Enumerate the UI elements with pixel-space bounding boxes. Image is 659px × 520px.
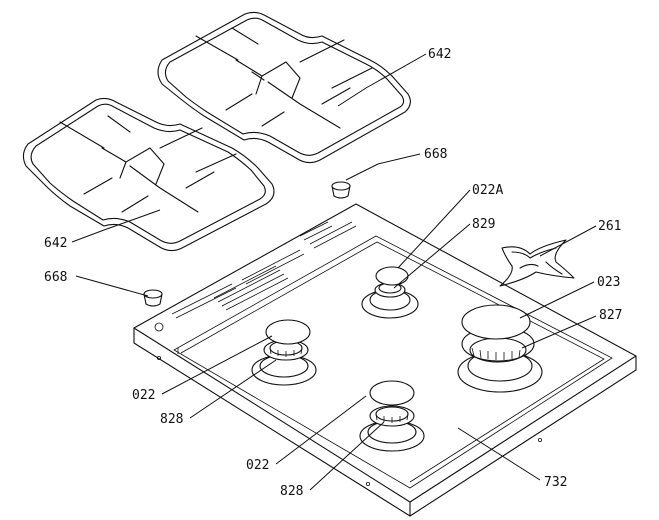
label-ring-large: 827: [599, 308, 622, 323]
burner-small-top: [361, 266, 419, 319]
grate-lower: [22, 97, 275, 252]
burner-large: [457, 304, 543, 393]
foot-upper: [331, 181, 351, 199]
label-cap-small-top: 022A: [472, 183, 503, 198]
label-cap-left: 022: [132, 388, 155, 403]
label-foot-upper: 668: [424, 147, 447, 162]
label-ring-small-top: 829: [472, 217, 495, 232]
wok-support: [499, 239, 575, 287]
label-cap-large: 023: [597, 275, 620, 290]
label-foot-lower: 668: [44, 270, 67, 285]
part-labels: 642 642 668 668 022A 829 261 023 827 022…: [44, 47, 622, 499]
label-grate-upper: 642: [428, 47, 451, 62]
label-wok-support: 261: [598, 219, 621, 234]
foot-lower: [143, 289, 163, 307]
label-hob-tray: 732: [544, 475, 567, 490]
grate-upper: [157, 11, 411, 164]
label-cap-front: 022: [246, 458, 269, 473]
hob-tray: [133, 203, 637, 517]
leader-lines: [71, 53, 597, 491]
burner-front: [359, 380, 425, 452]
label-grate-lower: 642: [44, 236, 67, 251]
label-ring-front: 828: [280, 484, 303, 499]
label-ring-left: 828: [160, 412, 183, 427]
burner-left: [251, 319, 317, 386]
